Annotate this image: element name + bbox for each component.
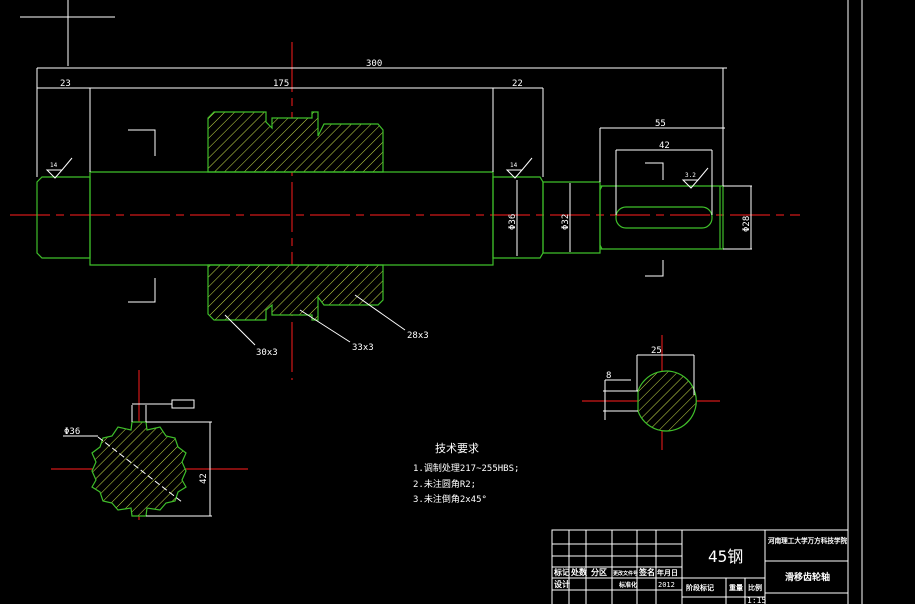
dim-gear-section: 175 bbox=[273, 79, 289, 89]
gear-section-top bbox=[207, 111, 384, 173]
tb-weight: 重量 bbox=[729, 583, 743, 592]
dim-dia-32: Φ32 bbox=[561, 214, 571, 230]
tb-scale: 1:15 bbox=[747, 596, 766, 604]
gear-section-bottom bbox=[207, 264, 384, 321]
dim-overall-length: 300 bbox=[366, 59, 382, 69]
dim-right-step: 22 bbox=[512, 79, 523, 89]
spline-outer-dia: Φ36 bbox=[64, 427, 80, 437]
callout-groove-3: 28x3 bbox=[407, 331, 429, 341]
spline-section-view bbox=[51, 370, 248, 520]
tb-header-date: 年月日 bbox=[657, 568, 678, 577]
tech-req-item-1: 1.调制处理217~255HBS; bbox=[413, 462, 519, 474]
key-depth: 8 bbox=[606, 371, 611, 381]
spline-height: 42 bbox=[199, 473, 209, 484]
key-section-view bbox=[582, 335, 720, 450]
keyway-slot bbox=[615, 206, 713, 229]
crosshair-cursor bbox=[20, 0, 115, 66]
tb-scale-label: 比例 bbox=[748, 583, 762, 592]
tech-req-item-2: 2.未注圆角R2; bbox=[413, 478, 476, 490]
tb-stage-mark: 阶段标记 bbox=[686, 583, 714, 592]
tb-school: 河南理工大学万方科技学院 bbox=[768, 536, 848, 545]
tech-req-title: 技术要求 bbox=[435, 442, 479, 455]
roughness-middle: 14 bbox=[510, 162, 518, 169]
dim-key-section: 55 bbox=[655, 119, 666, 129]
tb-material: 45钢 bbox=[708, 547, 743, 566]
shaft-outline bbox=[36, 171, 724, 266]
callout-groove-2: 33x3 bbox=[352, 343, 374, 353]
dim-dia-28: Φ28 bbox=[742, 216, 752, 232]
tb-year: 2012 bbox=[658, 581, 675, 589]
tb-header-count: 处数 bbox=[570, 567, 588, 577]
dim-keyway-length: 42 bbox=[659, 141, 670, 151]
tb-header-mark: 标记 bbox=[553, 567, 570, 577]
dim-left-end: 23 bbox=[60, 79, 71, 89]
roughness-keyway: 3.2 bbox=[685, 172, 696, 179]
title-block bbox=[551, 529, 849, 604]
tb-design: 设计 bbox=[554, 579, 570, 589]
tb-header-signature: 签名 bbox=[638, 567, 655, 577]
tb-header-zone: 分区 bbox=[591, 567, 607, 577]
tb-header-change-doc: 更改文件号 bbox=[613, 570, 638, 577]
tb-standardization: 标准化 bbox=[618, 581, 637, 589]
callout-groove-1: 30x3 bbox=[256, 348, 278, 358]
key-width: 25 bbox=[651, 346, 662, 356]
tb-part-name: 滑移齿轮轴 bbox=[785, 571, 830, 583]
roughness-left: 14 bbox=[50, 162, 58, 169]
tech-req-item-3: 3.未注倒角2x45° bbox=[413, 493, 487, 505]
dim-dia-36: Φ36 bbox=[508, 214, 518, 230]
dimension-lines bbox=[36, 67, 752, 346]
